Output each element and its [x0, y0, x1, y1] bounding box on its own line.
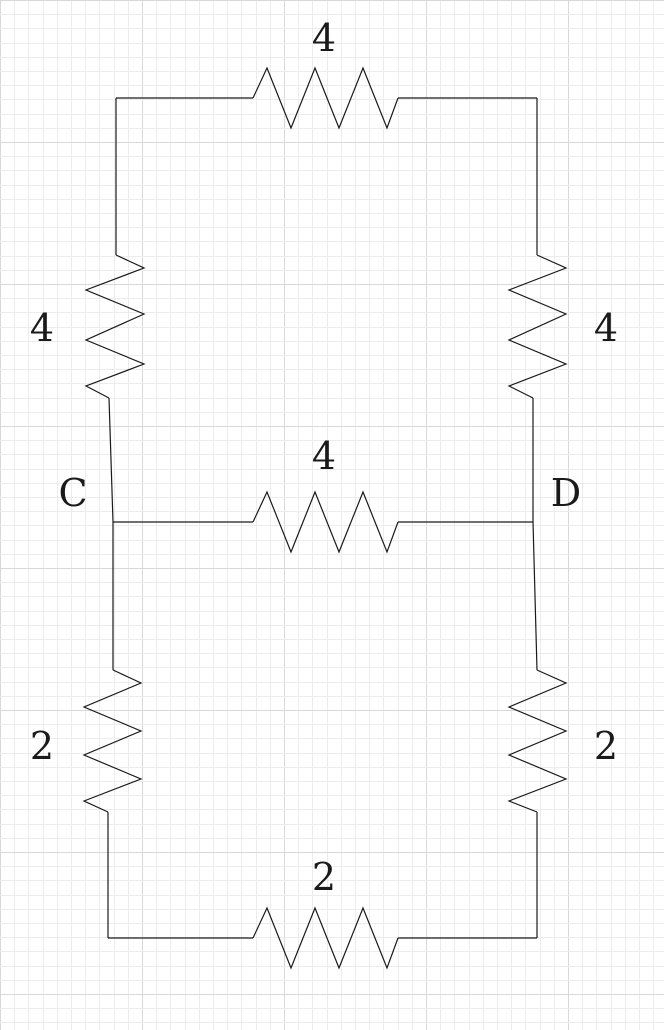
resistor-middle	[252, 490, 399, 554]
resistors	[82, 66, 568, 970]
resistor-middle-value: 4	[312, 434, 336, 478]
resistor-bottom	[252, 906, 399, 970]
resistor-top-value: 4	[312, 16, 336, 60]
labels: 4 4 4 4 2 2 2 C D	[30, 16, 618, 899]
resistor-upper-left-value: 4	[30, 306, 54, 350]
resistor-upper-left	[84, 254, 146, 399]
wire-left-to-node-c	[108, 397, 114, 523]
node-c-label: C	[58, 471, 87, 515]
resistor-lower-right	[507, 669, 568, 813]
resistor-lower-right-value: 2	[594, 724, 618, 768]
circuit-wires	[107, 97, 538, 939]
wire-right-lower	[532, 521, 538, 671]
resistor-lower-left-value: 2	[30, 724, 54, 768]
resistor-bottom-value: 2	[312, 855, 336, 899]
node-d-label: D	[551, 471, 581, 515]
resistor-upper-right	[507, 254, 568, 399]
resistor-top	[252, 66, 399, 130]
resistor-lower-left	[82, 669, 143, 813]
resistor-upper-right-value: 4	[594, 306, 618, 350]
